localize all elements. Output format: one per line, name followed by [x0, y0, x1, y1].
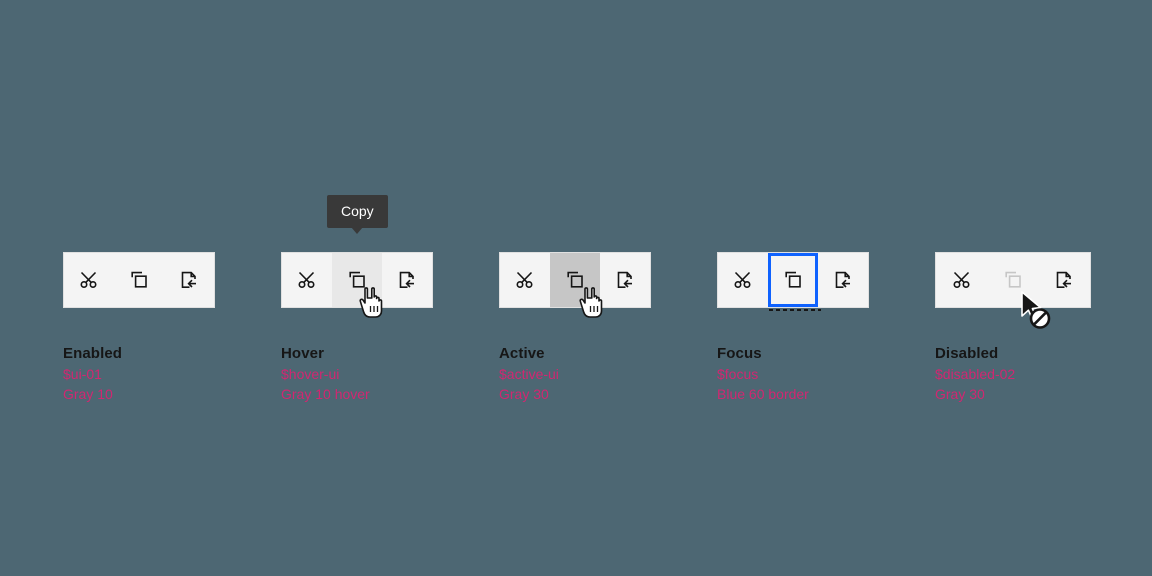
button-group-active	[499, 252, 651, 308]
specimen-disabled: Disabled $disabled-02 Gray 30	[935, 252, 1091, 404]
state-title: Disabled	[935, 345, 999, 362]
state-value: Gray 10 hover	[281, 386, 370, 402]
copy-button[interactable]	[550, 253, 600, 307]
paste-icon	[614, 269, 636, 291]
caption-hover: Hover $hover-ui Gray 10 hover	[281, 344, 433, 404]
button-group-hover: Copy	[281, 195, 433, 308]
paste-button[interactable]	[164, 253, 214, 307]
state-token: $ui-01	[63, 366, 102, 382]
state-title: Focus	[717, 345, 762, 362]
tooltip-label: Copy	[341, 203, 374, 219]
copy-icon	[1002, 269, 1024, 291]
paste-button[interactable]	[818, 253, 868, 307]
caption-focus: Focus $focus Blue 60 border	[717, 344, 869, 404]
state-token: $focus	[717, 366, 759, 382]
cut-button[interactable]	[500, 253, 550, 307]
scissors-icon	[732, 269, 754, 291]
specimen-active: Active $active-ui Gray 30	[499, 252, 651, 404]
state-title: Enabled	[63, 345, 123, 362]
paste-icon	[178, 269, 200, 291]
scissors-icon	[514, 269, 536, 291]
button-group-disabled	[935, 252, 1091, 308]
state-token: $disabled-02	[935, 366, 1016, 382]
state-value: Gray 30	[935, 386, 985, 402]
scissors-icon	[78, 269, 100, 291]
copy-button[interactable]	[332, 253, 382, 307]
specimen-focus: Focus $focus Blue 60 border	[717, 252, 869, 404]
caption-active: Active $active-ui Gray 30	[499, 344, 651, 404]
specimen-enabled: Enabled $ui-01 Gray 10	[63, 252, 215, 404]
copy-button[interactable]	[114, 253, 164, 307]
focus-underline	[768, 309, 821, 311]
cut-button[interactable]	[936, 253, 987, 307]
copy-button[interactable]	[768, 253, 818, 307]
specimen-hover: Copy	[281, 195, 433, 404]
state-token: $active-ui	[499, 366, 559, 382]
state-value: Gray 30	[499, 386, 549, 402]
paste-icon	[1053, 269, 1075, 291]
cut-button[interactable]	[718, 253, 768, 307]
paste-button[interactable]	[382, 253, 432, 307]
copy-icon	[346, 269, 368, 291]
state-title: Hover	[281, 345, 325, 362]
state-title: Active	[499, 345, 545, 362]
state-token: $hover-ui	[281, 366, 340, 382]
state-value: Gray 10	[63, 386, 113, 402]
caption-disabled: Disabled $disabled-02 Gray 30	[935, 344, 1091, 404]
tooltip-copy: Copy	[327, 195, 388, 234]
paste-button[interactable]	[600, 253, 650, 307]
paste-icon	[396, 269, 418, 291]
copy-icon	[564, 269, 586, 291]
scissors-icon	[951, 269, 973, 291]
paste-button[interactable]	[1039, 253, 1090, 307]
cut-button[interactable]	[64, 253, 114, 307]
copy-icon	[128, 269, 150, 291]
caption-enabled: Enabled $ui-01 Gray 10	[63, 344, 215, 404]
cut-button[interactable]	[282, 253, 332, 307]
button-group-enabled	[63, 252, 215, 308]
paste-icon	[832, 269, 854, 291]
copy-button	[987, 253, 1038, 307]
copy-icon	[782, 269, 804, 291]
scissors-icon	[296, 269, 318, 291]
state-value: Blue 60 border	[717, 386, 809, 402]
button-group-focus	[717, 252, 869, 311]
